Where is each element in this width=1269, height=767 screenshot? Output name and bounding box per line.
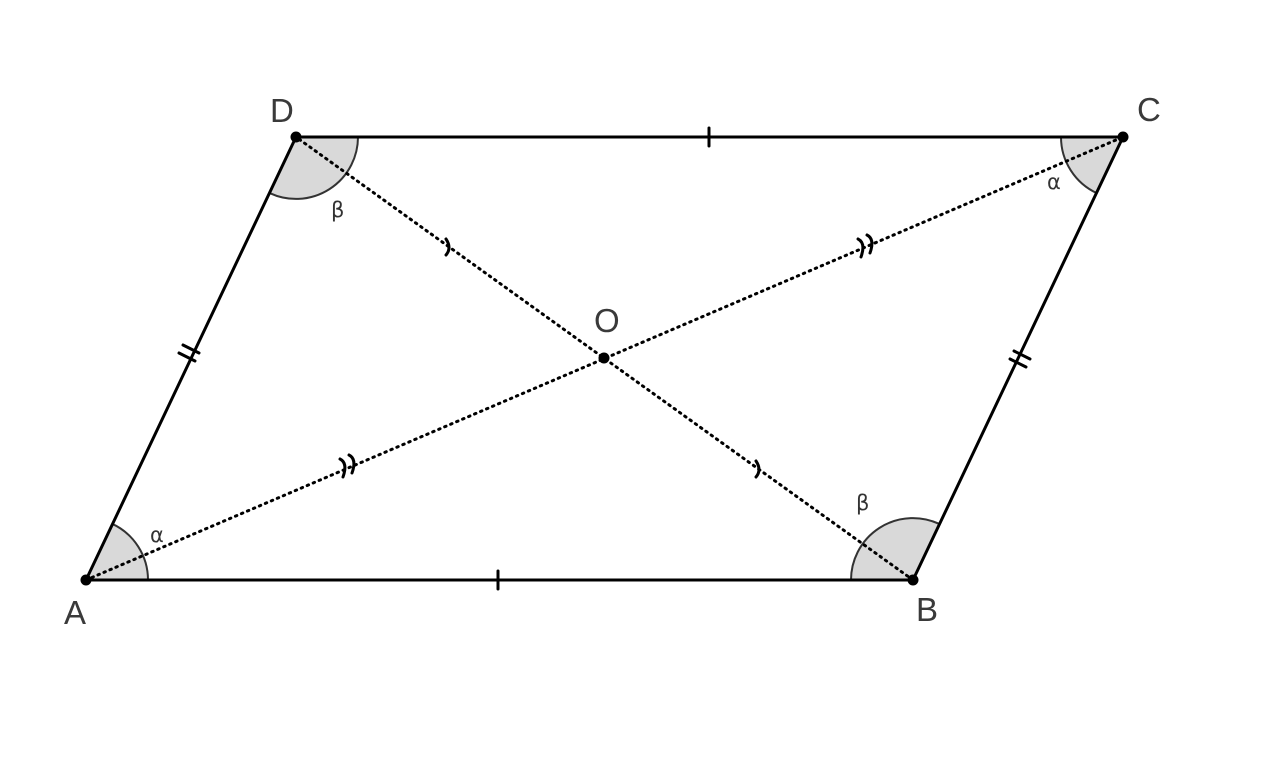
angle-arc-B — [850, 517, 940, 581]
angle-sector-B — [851, 518, 939, 580]
angle-label-B: β — [856, 491, 869, 515]
angle-label-A: α — [150, 523, 164, 547]
angle-arc-A — [111, 522, 149, 581]
vertex-C — [1117, 131, 1129, 143]
diagonal-AC — [84, 135, 1125, 582]
double-arrow-mark-OC — [856, 233, 874, 259]
arrow-mark-OB — [754, 459, 761, 479]
vertex-B — [907, 574, 919, 586]
angle-arc-D — [269, 136, 359, 200]
label-O: O — [594, 302, 620, 339]
vertex-D — [290, 131, 302, 143]
label-B: B — [916, 591, 938, 628]
angle-arc-C — [1060, 136, 1098, 195]
label-C: C — [1137, 91, 1161, 128]
label-A: A — [64, 594, 86, 631]
angle-sector-C — [1061, 137, 1123, 194]
double-arrow-mark-AO — [338, 453, 356, 479]
angle-label-C: α — [1047, 170, 1061, 194]
angle-sector-A — [86, 523, 148, 580]
double-tick-mark-AD — [177, 343, 201, 363]
angle-label-D: β — [331, 198, 344, 222]
angle-sector-D — [270, 137, 358, 199]
vertex-A — [80, 574, 92, 586]
double-tick-mark-BC — [1008, 349, 1032, 369]
side-BC — [911, 135, 1125, 582]
label-D: D — [270, 92, 294, 129]
arrow-mark-DO — [444, 237, 451, 257]
vertex-O — [598, 352, 610, 364]
